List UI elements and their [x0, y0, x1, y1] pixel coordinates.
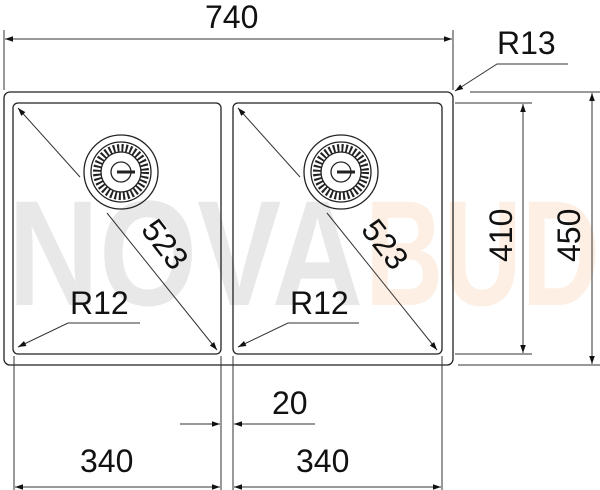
overall-height-label: 450: [551, 209, 587, 262]
right-radius-leader: [237, 322, 359, 348]
right-radius-label: R12: [290, 285, 349, 321]
outer-radius-label: R13: [497, 25, 556, 61]
right-diagonal-line-lower: [326, 212, 438, 351]
left-diagonal-line: [17, 107, 81, 178]
gap-label: 20: [272, 385, 308, 421]
right-drain-icon: [303, 134, 379, 210]
basin-height-label: 410: [483, 209, 519, 262]
watermark: NOVA BUD: [8, 169, 600, 337]
left-drain-icon: [83, 134, 159, 210]
right-basin: [232, 102, 443, 355]
left-radius-leader: [17, 322, 140, 348]
watermark-nova: NOVA: [8, 169, 363, 337]
sink-outline: [3, 91, 454, 366]
left-basin: [12, 102, 222, 355]
overall-width-label: 740: [205, 0, 258, 35]
left-radius-label: R12: [70, 285, 129, 321]
left-diagonal-line-lower: [106, 212, 218, 351]
right-width-label: 340: [296, 443, 349, 479]
left-width-label: 340: [80, 443, 133, 479]
outer-radius-leader: [454, 63, 568, 92]
right-diagonal-line: [237, 107, 301, 178]
